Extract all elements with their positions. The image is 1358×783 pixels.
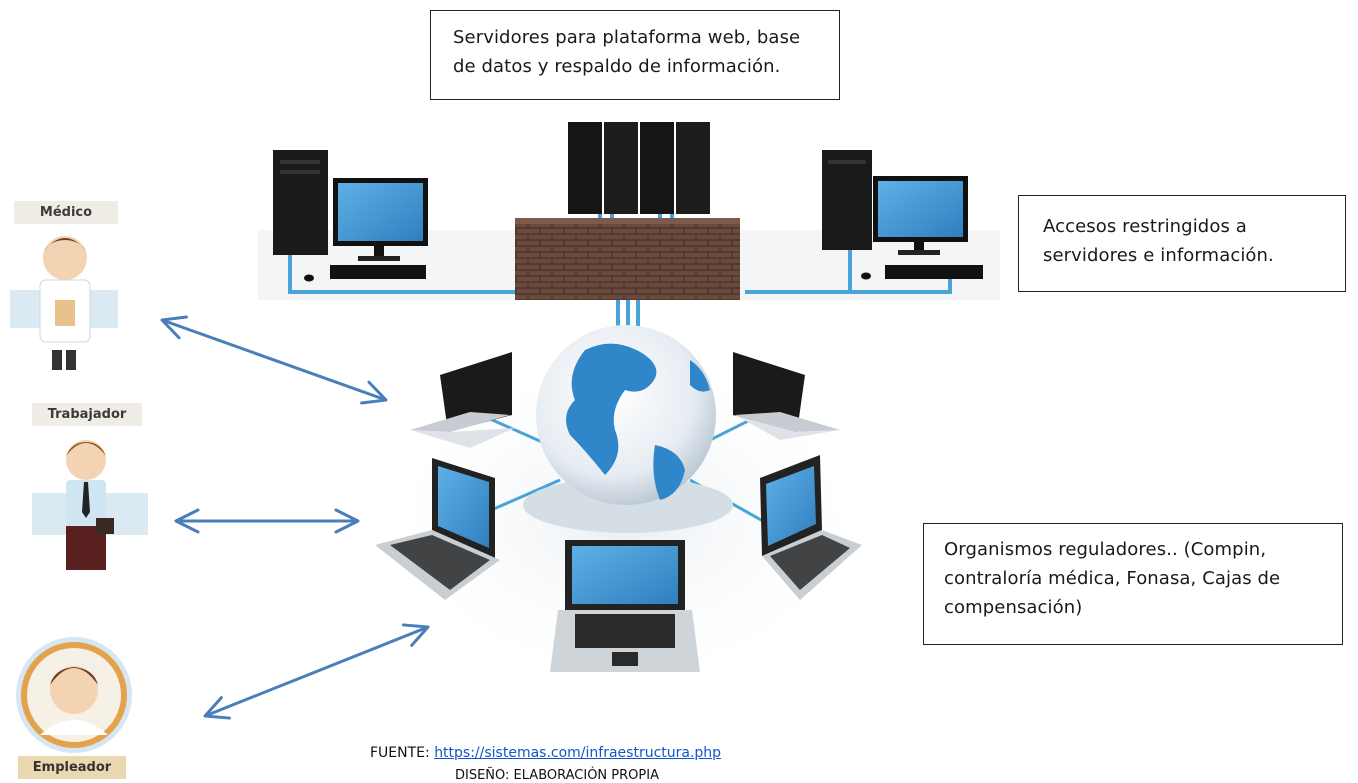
monitor-left	[304, 178, 428, 282]
server-platform	[258, 122, 1000, 350]
role-label-medico: Médico	[14, 201, 118, 224]
design-caption: DISEÑO: ELABORACIÓN PROPIA	[455, 768, 659, 783]
arrow-empleador	[203, 623, 430, 720]
access-callout: Accesos restringidos a servidores e info…	[1018, 195, 1346, 292]
regulators-callout-line-2: contraloría médica, Fonasa, Cajas de	[944, 568, 1281, 589]
doctor-figure	[10, 236, 118, 370]
source-caption: FUENTE: https://sistemas.com/infraestruc…	[370, 745, 721, 761]
regulators-callout: Organismos reguladores.. (Compin, contra…	[923, 523, 1343, 645]
access-callout-line-1: Accesos restringidos a	[1043, 216, 1247, 237]
worker-figure	[32, 440, 148, 570]
laptop-left	[375, 458, 500, 600]
laptop-bottom	[550, 540, 700, 672]
servers-callout-line-1: Servidores para plataforma web, base	[453, 27, 801, 48]
regulators-callout-line-3: compensación)	[944, 597, 1083, 618]
monitor-right	[861, 176, 983, 280]
laptop-top-left	[410, 352, 515, 448]
source-label: FUENTE:	[370, 745, 435, 761]
laptop-top-right	[733, 352, 840, 440]
role-label-empleador: Empleador	[18, 756, 126, 779]
laptop-right	[760, 455, 862, 600]
servers-callout: Servidores para plataforma web, base de …	[430, 10, 840, 100]
arrow-medico	[160, 315, 388, 405]
connection-arrows	[160, 315, 430, 720]
firewall-wall	[515, 222, 740, 300]
regulators-callout-line-1: Organismos reguladores.. (Compin,	[944, 539, 1267, 560]
role-label-trabajador: Trabajador	[32, 403, 142, 426]
servers-callout-line-2: de datos y respaldo de información.	[453, 56, 781, 77]
source-link[interactable]: https://sistemas.com/infraestructura.php	[434, 745, 722, 761]
globe	[523, 325, 733, 533]
computer-tower-right	[822, 150, 872, 250]
access-callout-line-2: servidores e información.	[1043, 245, 1274, 266]
server-rack	[568, 122, 710, 214]
arrow-trabajador	[174, 508, 360, 534]
employer-avatar	[16, 637, 132, 753]
computer-tower-left	[273, 150, 328, 255]
